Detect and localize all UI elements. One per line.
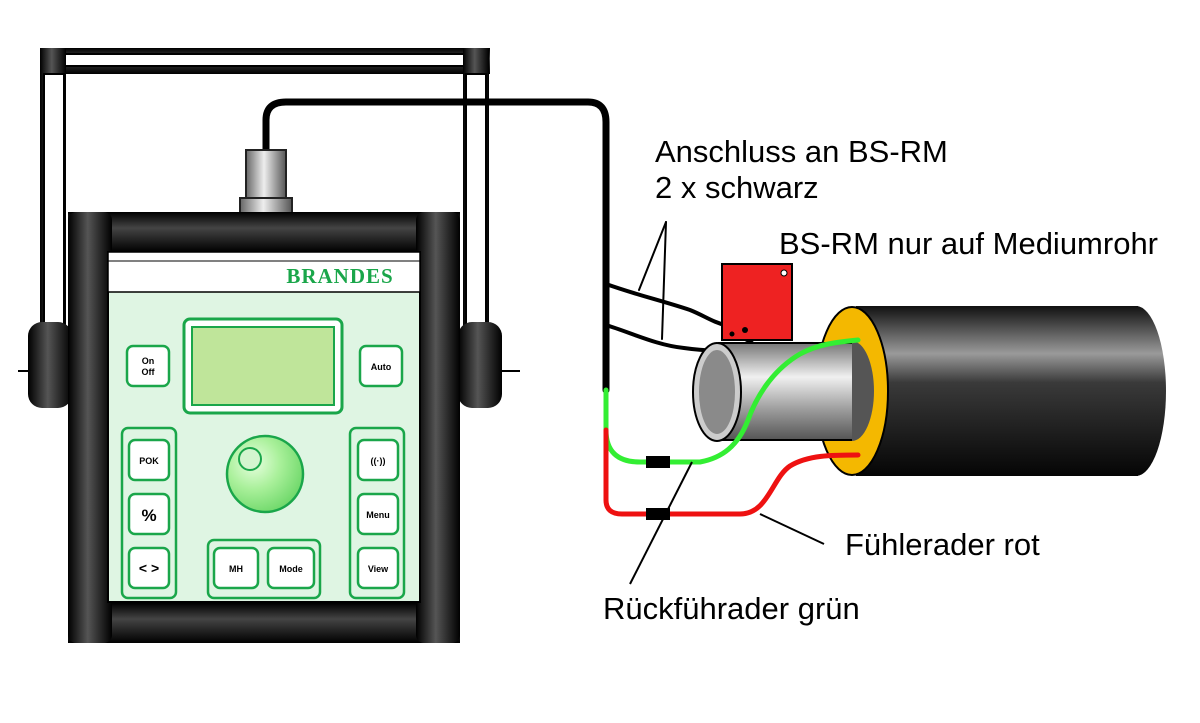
percent-button[interactable]: % (127, 492, 171, 536)
measuring-device: BRANDES On Off Auto POK % (68, 212, 460, 643)
arrows-button[interactable]: < > (127, 546, 171, 590)
cable-plug (239, 149, 293, 219)
label-sensor-red: Fühlerader rot (845, 527, 1040, 562)
label-return-green: Rückführader grün (603, 591, 860, 626)
carrying-handle (18, 48, 520, 408)
label-connection-line1: Anschluss an BS-RM (655, 134, 948, 169)
view-label: View (368, 564, 389, 574)
mode-button[interactable]: Mode (266, 546, 316, 590)
auto-label: Auto (371, 362, 392, 372)
on-off-label-on: On (142, 356, 155, 366)
arrows-label: < > (139, 560, 159, 576)
mode-label: Mode (279, 564, 303, 574)
percent-label: % (141, 506, 156, 525)
on-off-label-off: Off (142, 367, 156, 377)
green-return-wire (603, 337, 861, 468)
pok-label: POK (139, 456, 159, 466)
pok-button[interactable]: POK (127, 438, 171, 482)
menu-label: Menu (366, 510, 390, 520)
jacket-pipe (856, 306, 1138, 476)
bs-rm-module (721, 263, 793, 341)
on-off-button[interactable]: On Off (125, 344, 171, 388)
label-connection-line2: 2 x schwarz (655, 170, 819, 205)
pipe-assembly (692, 306, 1166, 476)
auto-button[interactable]: Auto (358, 344, 404, 388)
leader-lines (629, 461, 825, 585)
brand-logo: BRANDES (286, 264, 393, 288)
menu-button[interactable]: Menu (356, 492, 400, 536)
view-button[interactable]: View (356, 546, 400, 590)
label-bsrm-note: BS-RM nur auf Mediumrohr (779, 226, 1158, 261)
radio-button[interactable]: ((·)) (356, 438, 400, 482)
mh-button[interactable]: MH (212, 546, 260, 590)
lcd-display (191, 326, 335, 406)
mh-label: MH (229, 564, 243, 574)
rotary-knob[interactable] (225, 434, 305, 514)
antenna-icon: ((·)) (371, 456, 386, 466)
